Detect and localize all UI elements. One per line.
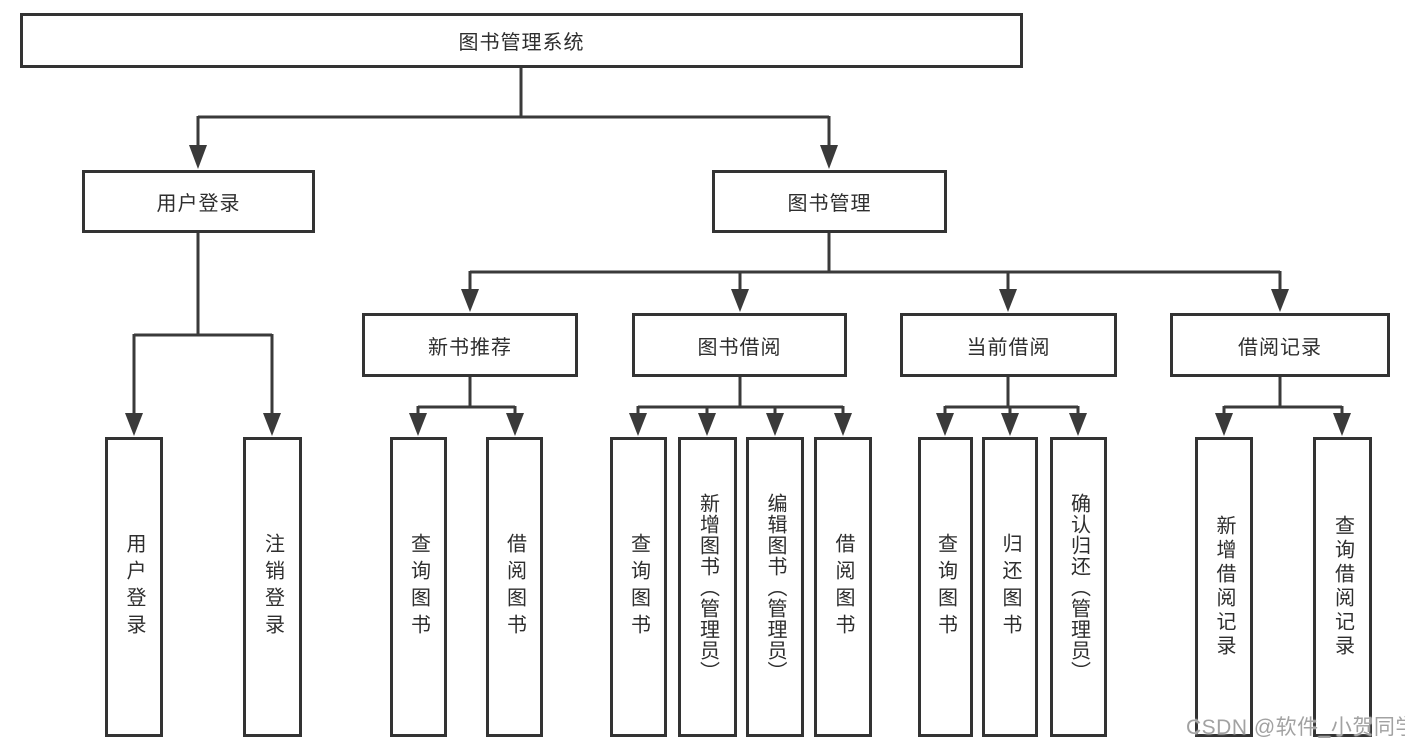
- node-leaf-bb-borrow-books-label: 借阅图书: [832, 533, 854, 641]
- node-leaf-logout-label: 注销登录: [261, 533, 284, 641]
- node-current-borrowing-label: 当前借阅: [966, 336, 1051, 359]
- node-leaf-cb-confirm-return-admin: 确认归还（管理员）: [1050, 437, 1107, 737]
- node-leaf-nbr-borrow-books: 借阅图书: [486, 437, 543, 737]
- node-leaf-bb-edit-books-admin: 编辑图书（管理员）: [746, 437, 804, 737]
- node-leaf-nbr-query-books: 查询图书: [390, 437, 447, 737]
- node-leaf-bb-add-books-admin-label: 新增图书（管理员）: [696, 492, 719, 682]
- node-leaf-bb-borrow-books: 借阅图书: [814, 437, 872, 737]
- node-leaf-bb-query-books-label: 查询图书: [627, 533, 650, 641]
- node-leaf-user-login-label: 用户登录: [123, 533, 145, 641]
- node-leaf-logout: 注销登录: [243, 437, 302, 737]
- node-leaf-br-query-record-label: 查询借阅记录: [1331, 515, 1354, 659]
- node-leaf-br-query-record: 查询借阅记录: [1313, 437, 1372, 737]
- node-new-book-recommend-label: 新书推荐: [428, 336, 512, 359]
- node-leaf-cb-return-books-label: 归还图书: [999, 533, 1021, 641]
- node-leaf-br-add-record-label: 新增借阅记录: [1213, 515, 1235, 659]
- node-user-login-label: 用户登录: [156, 193, 241, 215]
- node-leaf-bb-edit-books-admin-label: 编辑图书（管理员）: [764, 492, 786, 682]
- node-book-management: 图书管理: [712, 170, 947, 233]
- watermark: CSDN @软件_小贺同学: [1186, 716, 1405, 739]
- node-leaf-cb-query-books: 查询图书: [918, 437, 973, 737]
- node-library-system: 图书管理系统: [20, 13, 1023, 68]
- node-leaf-nbr-query-books-label: 查询图书: [407, 533, 430, 641]
- node-book-management-label: 图书管理: [787, 193, 872, 215]
- node-leaf-br-add-record: 新增借阅记录: [1195, 437, 1253, 737]
- node-book-borrowing: 图书借阅: [632, 313, 847, 377]
- node-leaf-bb-add-books-admin: 新增图书（管理员）: [678, 437, 737, 737]
- node-new-book-recommend: 新书推荐: [362, 313, 578, 377]
- node-borrowing-records: 借阅记录: [1170, 313, 1390, 377]
- node-user-login: 用户登录: [82, 170, 315, 233]
- node-leaf-cb-return-books: 归还图书: [982, 437, 1038, 737]
- node-current-borrowing: 当前借阅: [900, 313, 1117, 377]
- node-leaf-bb-query-books: 查询图书: [610, 437, 667, 737]
- node-leaf-nbr-borrow-books-label: 借阅图书: [503, 533, 526, 641]
- node-book-borrowing-label: 图书借阅: [697, 336, 782, 359]
- node-leaf-cb-confirm-return-admin-label: 确认归还（管理员）: [1067, 492, 1090, 682]
- node-leaf-user-login: 用户登录: [105, 437, 163, 737]
- node-library-system-label: 图书管理系统: [458, 32, 585, 54]
- node-borrowing-records-label: 借阅记录: [1238, 336, 1322, 359]
- node-leaf-cb-query-books-label: 查询图书: [934, 533, 957, 641]
